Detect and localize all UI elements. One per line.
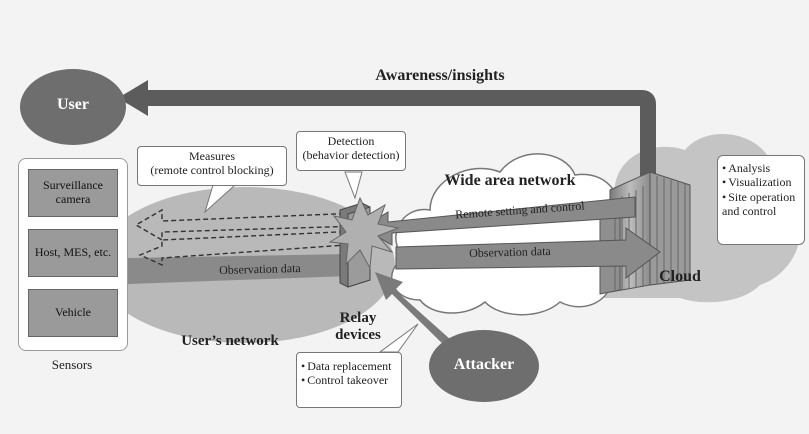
user-ellipse	[20, 69, 126, 145]
sensor-vehicle: Vehicle	[28, 289, 118, 337]
observation-data-arrow-to-cloud	[395, 227, 661, 280]
detection-callout: Detection (behavior detection)	[296, 131, 406, 171]
awareness-insights-label: Awareness/insights	[375, 67, 505, 84]
sensors-panel: Surveillance camera Host, MES, etc. Vehi…	[18, 158, 128, 351]
attack-effects-list: Data replacement Control takeover	[301, 359, 397, 388]
cloud-function-item: Site operation and control	[722, 190, 800, 219]
attacker-label: Attacker	[453, 356, 515, 373]
cloud-functions-callout: Analysis Visualization Site operation an…	[717, 155, 805, 245]
attack-burst-icon	[328, 196, 400, 270]
cloud-label: Cloud	[659, 268, 701, 285]
attacker-arrow	[375, 272, 460, 356]
observation-data-arrow-from-sensors	[128, 254, 350, 284]
awareness-arrow-head	[118, 80, 148, 116]
measures-callout: Measures (remote control blocking)	[137, 146, 287, 186]
relay-devices-label: Relay devices	[335, 310, 381, 344]
cloud-function-item: Visualization	[722, 175, 800, 189]
sensor-host-mes: Host, MES, etc.	[28, 229, 118, 277]
user-label: User	[57, 96, 89, 113]
cloud-function-item: Analysis	[722, 161, 800, 175]
measures-dashed-arrow-2	[138, 230, 361, 267]
attack-effects-callout: Data replacement Control takeover	[296, 352, 402, 408]
attacker-ellipse	[429, 330, 539, 402]
sensors-caption: Sensors	[51, 357, 93, 372]
users-network-label: User’s network	[181, 333, 279, 349]
attack-effect-item: Data replacement	[301, 359, 397, 373]
cloud-functions-list: Analysis Visualization Site operation an…	[722, 161, 800, 219]
awareness-arrow	[140, 90, 656, 182]
sensor-surveillance-camera: Surveillance camera	[28, 169, 118, 217]
measures-dashed-arrow	[134, 208, 361, 242]
wan-label: Wide area network	[444, 172, 576, 189]
detection-callout-pointer	[344, 171, 363, 200]
attack-effect-item: Control takeover	[301, 373, 397, 387]
